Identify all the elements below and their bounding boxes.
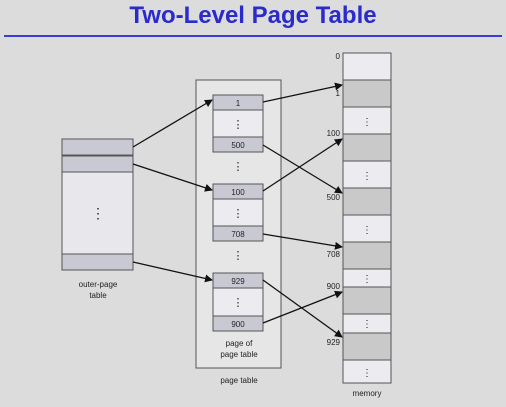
- page-entry-708: [212, 225, 264, 242]
- memory-frame-500: [342, 187, 392, 216]
- outer-entry-last: [61, 253, 134, 271]
- memory-block-0: [342, 52, 392, 81]
- memory-frame-900: [342, 286, 392, 315]
- page-gap-1: [212, 109, 264, 138]
- page-gap-2-ellipsis: ⋮: [233, 208, 244, 220]
- outer-ellipsis: ⋮: [91, 205, 105, 221]
- memory-gap-f-ellipsis: ⋮: [362, 368, 372, 379]
- outer-entry-2: [61, 155, 134, 173]
- arrow-page100-to-mem100: [262, 138, 343, 192]
- arrow-outer-last-to-page929: [132, 261, 213, 283]
- memory-addr-0: 0: [336, 52, 341, 61]
- memory-gap-d-ellipsis: ⋮: [362, 274, 372, 285]
- pointer-arrows: [132, 82, 343, 338]
- memory-gap-c-ellipsis: ⋮: [362, 225, 372, 236]
- memory-gap-b: [342, 160, 392, 189]
- page-entry-708-label: 708: [231, 230, 245, 239]
- memory-gap-e-ellipsis: ⋮: [362, 319, 372, 330]
- memory-addr-100: 100: [327, 129, 341, 138]
- arrow-page900-to-mem900: [262, 290, 343, 324]
- outer-page-table-label-line1: outer-page: [79, 280, 118, 289]
- memory-frame-1: [342, 79, 392, 108]
- page-entry-900-label: 900: [231, 320, 245, 329]
- arrow-page1-to-mem1: [262, 82, 343, 103]
- page-table: page table 1 ⋮ 500 ⋮ 100 ⋮ 708 ⋮ 929 ⋮ 9…: [195, 79, 282, 385]
- slide-title: Two-Level Page Table: [129, 2, 377, 29]
- page-of-page-table-label-line2: page table: [220, 350, 258, 359]
- memory-gap-a: [342, 106, 392, 135]
- memory-gap-f: [342, 359, 392, 384]
- arrow-page500-to-mem500: [262, 144, 343, 194]
- memory-label: memory: [353, 389, 382, 398]
- arrow-page708-to-mem708: [262, 233, 343, 250]
- memory-addr-929: 929: [327, 338, 341, 347]
- page-of-page-table-label-line1: page of: [226, 339, 253, 348]
- page-gap-1-ellipsis: ⋮: [233, 119, 244, 131]
- page-entry-900: [212, 315, 264, 332]
- arrow-outer2-to-page100: [132, 163, 213, 192]
- memory-frame-708: [342, 241, 392, 270]
- page-gap-3: [212, 287, 264, 317]
- memory-frame-100: [342, 133, 392, 162]
- arrow-outer1-to-page1: [132, 99, 213, 148]
- between-2-ellipsis: ⋮: [233, 250, 244, 262]
- page-entry-929-label: 929: [231, 277, 245, 286]
- outer-entry-1: [61, 138, 134, 156]
- memory-addr-500: 500: [327, 193, 341, 202]
- memory-addr-708: 708: [327, 250, 341, 259]
- memory-addr-1: 1: [336, 89, 341, 98]
- page-entry-500: [212, 136, 264, 153]
- memory: ⋮ ⋮ ⋮ ⋮ ⋮ ⋮ 0 1 100 500 708 900 929 memo…: [327, 52, 392, 398]
- page-entry-1-label: 1: [236, 99, 241, 108]
- page-gap-3-ellipsis: ⋮: [233, 297, 244, 309]
- arrow-page929-to-mem929: [262, 279, 343, 338]
- memory-gap-a-ellipsis: ⋮: [362, 117, 372, 128]
- memory-frame-929: [342, 332, 392, 361]
- outer-page-table: ⋮ outer-page table: [61, 138, 134, 300]
- outer-page-table-label-line2: table: [89, 291, 107, 300]
- between-1-ellipsis: ⋮: [233, 161, 244, 173]
- page-table-label: page table: [220, 376, 258, 385]
- memory-gap-b-ellipsis: ⋮: [362, 171, 372, 182]
- page-entry-500-label: 500: [231, 141, 245, 150]
- page-entry-100-label: 100: [231, 188, 245, 197]
- title-underline: [4, 35, 502, 37]
- memory-addr-900: 900: [327, 282, 341, 291]
